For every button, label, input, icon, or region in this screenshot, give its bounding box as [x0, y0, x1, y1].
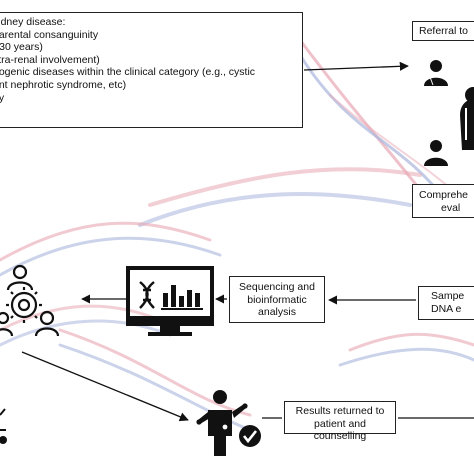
criteria-line-6: ant nephrotic syndrome, etc): [0, 78, 127, 91]
arrow-team-to-patient: [21, 351, 189, 422]
arrow-criteria-to-referral: [303, 61, 409, 71]
sequencing-line-1: Sequencing and: [239, 281, 315, 293]
comprehensive-line-2: eval: [441, 201, 461, 214]
results-line-1: Results returned to: [295, 405, 385, 417]
team-gear-icon: [0, 264, 60, 337]
criteria-line-7: gy: [0, 91, 5, 104]
referral-label: Referral to: [419, 25, 469, 37]
sequencing-line-3: analysis: [258, 306, 296, 319]
criteria-line-3: −30 years): [0, 41, 43, 54]
doctor-icon-2: [424, 140, 448, 166]
sequencing-box: Sequencing and bioinformatic analysis: [229, 276, 325, 323]
comprehensive-line-1: Comprehe: [419, 189, 469, 201]
criteria-line-5: nogenic diseases within the clinical cat…: [0, 66, 256, 79]
criteria-line-2: parental consanguinity: [0, 28, 99, 41]
patient-check-icon: [196, 390, 261, 456]
criteria-line-1: kidney disease:: [0, 16, 66, 28]
referral-box: Referral to: [412, 21, 474, 41]
partial-icon-left: [0, 408, 7, 444]
comprehensive-evaluation-box: Comprehe eval: [412, 184, 474, 218]
sample-box: Sampe DNA e: [418, 286, 474, 320]
criteria-line-4: xtra-renal involvement): [0, 53, 100, 66]
results-box: Results returned to patient and counsell…: [284, 401, 396, 442]
computer-dna-icon: [126, 266, 214, 336]
flow-arrows: [21, 61, 474, 422]
sample-line-1: Sampe: [431, 290, 465, 302]
criteria-box: kidney disease: parental consanguinity −…: [0, 12, 303, 128]
dna-ribbons: [0, 38, 474, 432]
sequencing-line-2: bioinformatic: [247, 293, 307, 306]
doctor-icon: [424, 60, 448, 86]
patient-doctor-icon: [460, 87, 474, 150]
results-line-2: patient and counselling: [313, 417, 367, 443]
sample-line-2: DNA e: [431, 302, 462, 315]
